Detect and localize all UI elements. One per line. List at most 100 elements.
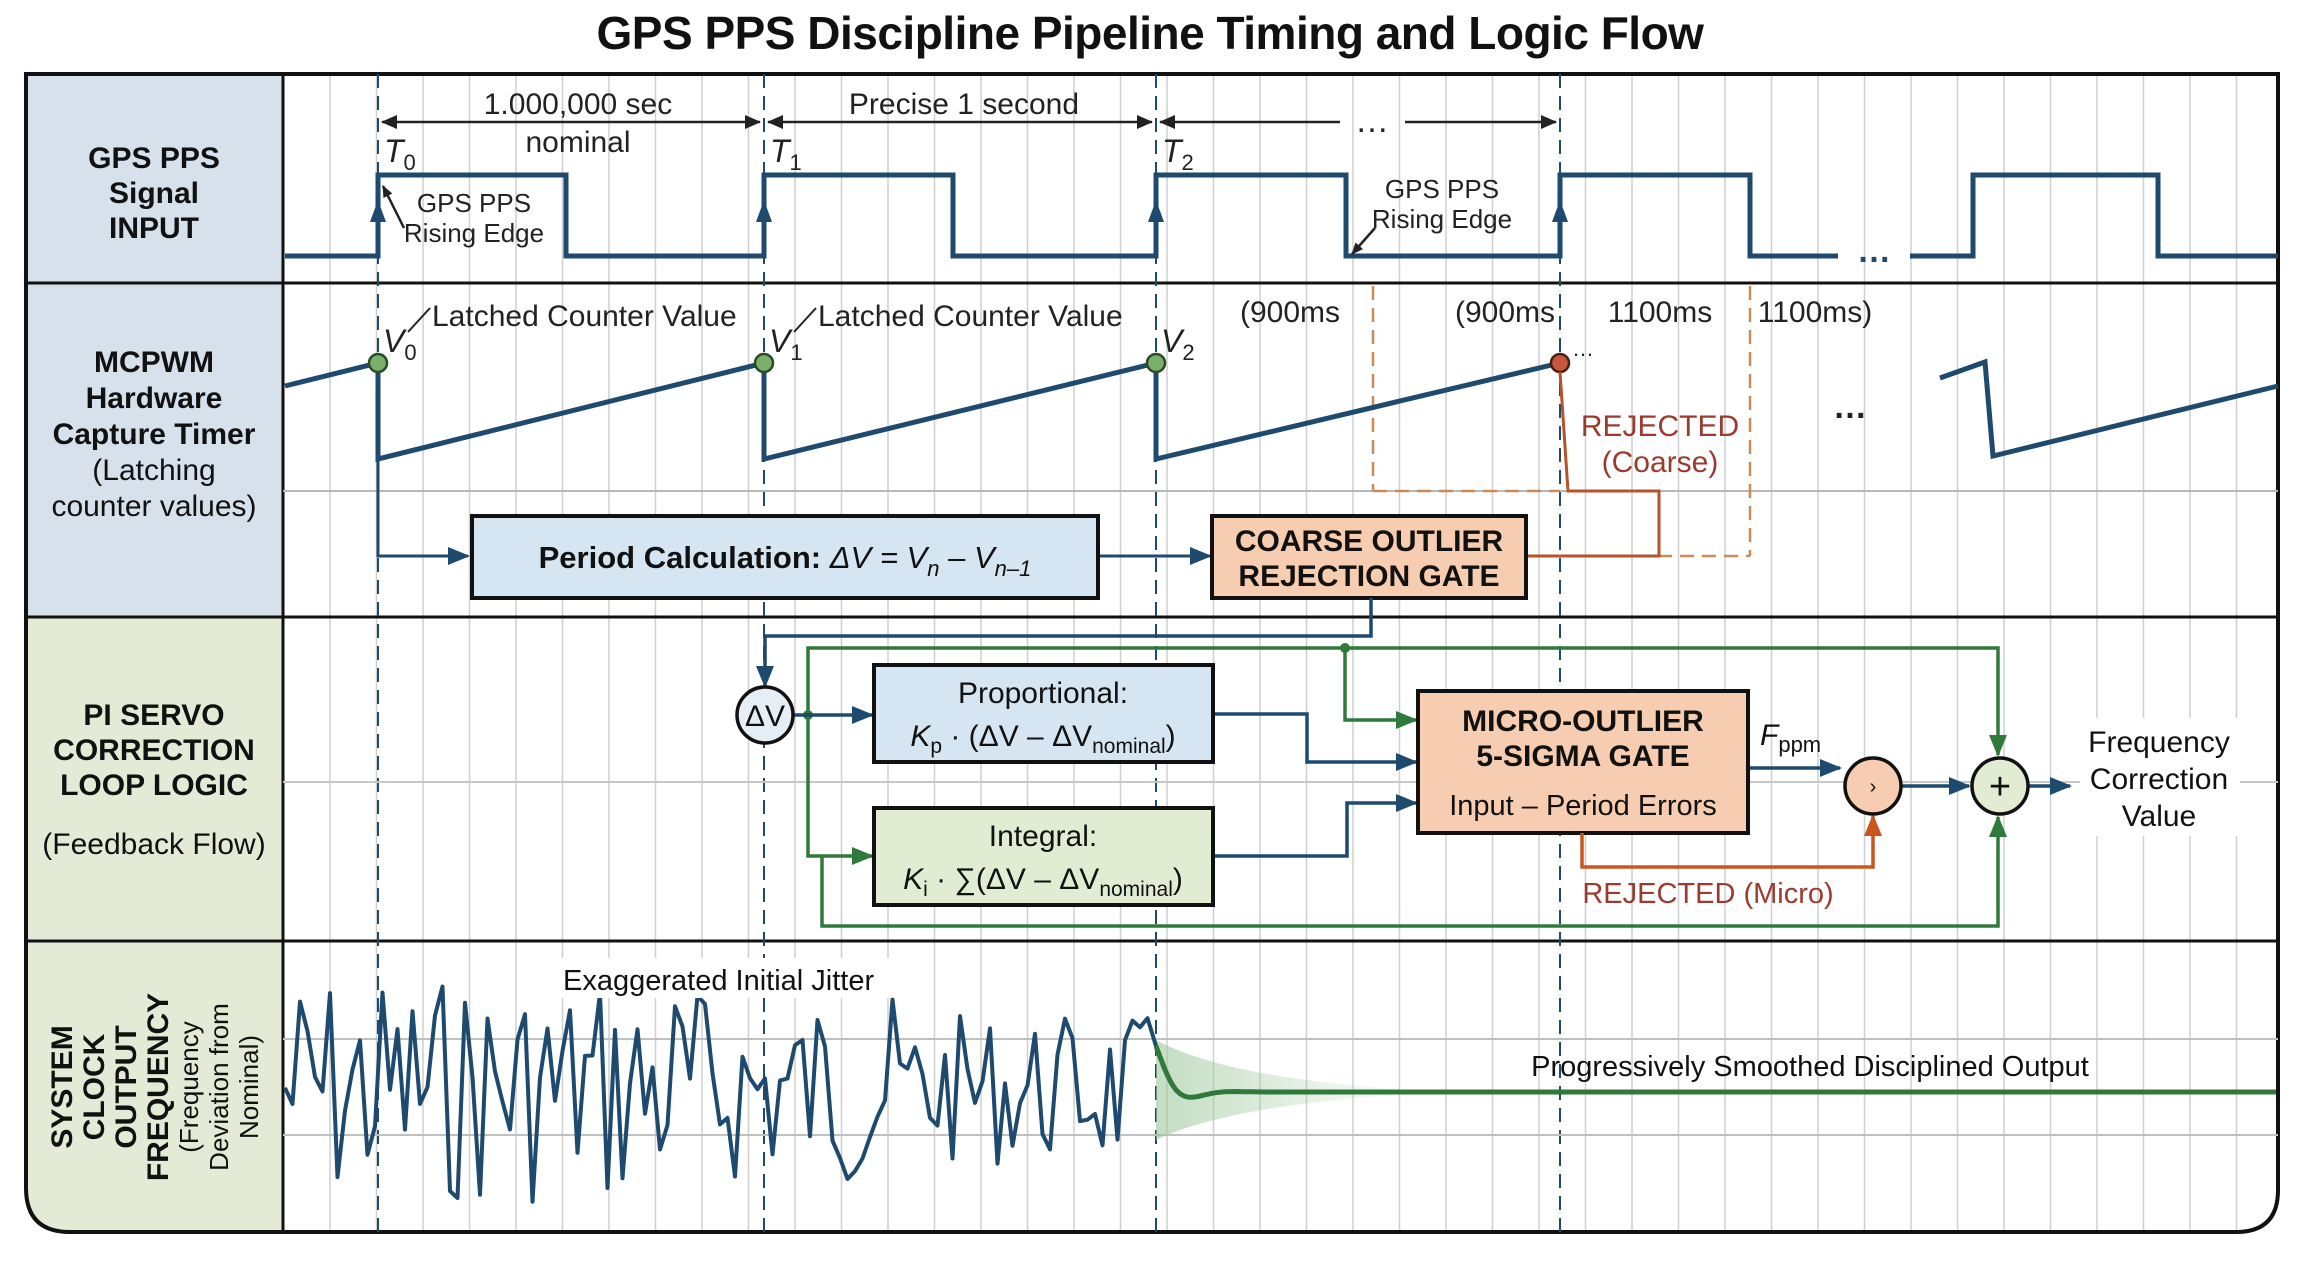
rising-edge-pointer-1	[381, 185, 406, 229]
fppm-label: Fppm	[1760, 719, 1821, 757]
rising-edge-annotation-1: GPS PPS Rising Edge	[404, 188, 544, 248]
latch-annotation-leader-1	[793, 307, 817, 333]
svg-text:GPS PPS: GPS PPS	[1385, 174, 1499, 204]
feedback-loop	[806, 646, 2007, 928]
svg-text:REJECTION GATE: REJECTION GATE	[1238, 560, 1499, 593]
svg-text:5-SIGMA GATE: 5-SIGMA GATE	[1476, 740, 1689, 773]
svg-text:+: +	[1989, 766, 2011, 808]
svg-text:LOOP LOGIC: LOOP LOGIC	[60, 769, 248, 802]
edge-label-t1: T1	[770, 133, 802, 175]
edge-markers	[377, 74, 1561, 1232]
micro-outlier-gate: MICRO-OUTLIER 5-SIGMA GATE Input – Perio…	[1416, 689, 1750, 835]
diagram-title: GPS PPS Discipline Pipeline Timing and L…	[596, 7, 1704, 59]
latch-point-v1	[753, 352, 775, 374]
counter-sawtooth	[284, 358, 2279, 463]
svg-text:Deviation from: Deviation from	[204, 1003, 234, 1171]
svg-text:Rising Edge: Rising Edge	[1372, 204, 1512, 234]
svg-text:REJECTED: REJECTED	[1581, 410, 1739, 443]
row-label-bg-output	[26, 941, 283, 1232]
svg-text:Proportional:: Proportional:	[958, 677, 1128, 710]
coarse-reject-path	[1526, 371, 1661, 558]
window-label-0: (900ms	[1240, 296, 1340, 329]
summing-node: +	[1970, 756, 2030, 816]
window-label-3: 1100ms)	[1758, 296, 1873, 329]
sawtooth-ellipsis: …	[1833, 388, 1867, 426]
edge-label-t2: T2	[1162, 133, 1194, 175]
rising-edge-arrow-t0	[370, 200, 386, 222]
svg-text:Rising Edge: Rising Edge	[404, 218, 544, 248]
rising-edge-annotation-2: GPS PPS Rising Edge	[1372, 174, 1512, 234]
latch-label-v2: V2	[1161, 323, 1195, 365]
window-label-2: 1100ms	[1608, 296, 1713, 329]
latch-lines	[376, 363, 1212, 565]
period-calculation-box: Period Calculation: ΔV = Vn – Vn–1	[470, 514, 1100, 600]
svg-text:Integral:: Integral:	[989, 820, 1097, 853]
svg-text:Correction: Correction	[2090, 763, 2228, 796]
rising-edge-arrow-t3	[1552, 200, 1568, 222]
interval-label-precise: Precise 1 second	[849, 88, 1079, 121]
svg-text:GPS PPS: GPS PPS	[417, 188, 531, 218]
delta-v-node: ΔV	[735, 685, 795, 745]
feedback-junction-2	[1340, 643, 1350, 653]
svg-text:FREQUENCY: FREQUENCY	[142, 993, 175, 1181]
latch-annotation-1: Latched Counter Value	[818, 300, 1123, 333]
svg-text:INPUT: INPUT	[109, 212, 199, 245]
svg-text:Ki · ∑(ΔV – ΔVnominal): Ki · ∑(ΔV – ΔVnominal)	[903, 863, 1183, 901]
interval-label-nominal-value: 1.000,000 sec	[484, 88, 672, 121]
row-label-mcpwm: MCPWM Hardware Capture Timer (Latching c…	[51, 346, 256, 523]
rejected-micro-label: REJECTED (Micro)	[1582, 878, 1833, 910]
smoothed-output-label: Progressively Smoothed Disciplined Outpu…	[1531, 1051, 2089, 1083]
svg-text:COARSE OUTLIER: COARSE OUTLIER	[1235, 525, 1504, 558]
rejected-point-ellipsis: …	[1572, 336, 1594, 361]
jitter-label-bg	[560, 958, 890, 998]
svg-text:(Latching: (Latching	[92, 454, 215, 487]
coarse-outlier-gate: COARSE OUTLIER REJECTION GATE	[1210, 514, 1528, 600]
window-label-1: (900ms	[1455, 296, 1555, 329]
svg-text:Input – Period Errors: Input – Period Errors	[1449, 790, 1717, 822]
rising-edge-arrow-t1	[756, 200, 772, 222]
jitter-label: Exaggerated Initial Jitter	[563, 965, 874, 997]
svg-text:CORRECTION: CORRECTION	[53, 734, 255, 767]
svg-text:MCPWM: MCPWM	[94, 346, 214, 379]
svg-text:ΔV: ΔV	[745, 700, 785, 733]
svg-text:counter values): counter values)	[51, 490, 256, 523]
coarse-to-deltav-path	[756, 598, 1373, 688]
svg-text:CLOCK: CLOCK	[78, 1033, 111, 1140]
svg-text:Capture Timer: Capture Timer	[53, 418, 256, 451]
interval-label-nominal: nominal	[525, 126, 630, 159]
svg-text:(Frequency: (Frequency	[174, 1021, 204, 1153]
row-label-pi: PI SERVO CORRECTION LOOP LOGIC (Feedback…	[42, 699, 265, 861]
svg-text:Signal: Signal	[109, 177, 199, 210]
frequency-correction-label: Frequency Correction Value	[2088, 726, 2230, 833]
pps-ellipsis: …	[1857, 232, 1891, 270]
svg-text:OUTPUT: OUTPUT	[110, 1025, 143, 1148]
latch-point-v0	[367, 352, 389, 374]
latch-annotation-leader-0	[407, 307, 431, 333]
svg-text:(Coarse): (Coarse)	[1602, 446, 1719, 479]
row-label-bg-gps	[26, 74, 283, 283]
svg-text:MICRO-OUTLIER: MICRO-OUTLIER	[1462, 705, 1704, 738]
latch-label-v1: V1	[769, 323, 803, 365]
jitter-signal	[283, 984, 1158, 1204]
interval-label-ellipsis: …	[1355, 102, 1389, 140]
edge-label-t0: T0	[384, 133, 416, 175]
smoothed-output-signal	[1153, 1045, 2276, 1100]
svg-text:Nominal): Nominal)	[234, 1035, 264, 1139]
micro-reject-path	[1580, 814, 1882, 869]
svg-text:Frequency: Frequency	[2088, 726, 2230, 759]
svg-text:GPS PPS: GPS PPS	[88, 142, 220, 175]
proportional-box: Proportional: Kp · (ΔV – ΔVnominal)	[872, 663, 1215, 764]
row-label-output: SYSTEM CLOCK OUTPUT FREQUENCY (Frequency…	[46, 993, 264, 1181]
svg-text:Hardware: Hardware	[86, 382, 223, 415]
output-label-bg	[2080, 718, 2240, 836]
svg-text:Value: Value	[2122, 800, 2197, 833]
svg-text:›: ›	[1870, 776, 1877, 798]
latch-annotation-0: Latched Counter Value	[432, 300, 737, 333]
row-label-bg-mcpwm	[26, 283, 283, 617]
rejected-coarse-label: REJECTED (Coarse)	[1581, 410, 1739, 479]
pi-signal-paths	[793, 706, 2072, 858]
latch-point-rejected	[1549, 352, 1571, 374]
gating-node: ›	[1843, 756, 1903, 816]
latch-label-v0: V0	[383, 323, 417, 365]
